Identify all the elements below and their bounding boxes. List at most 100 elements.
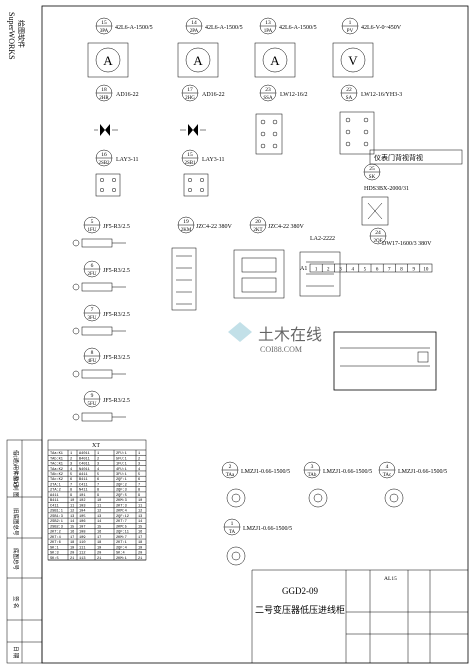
xt-cell: 10 <box>70 499 74 503</box>
svg-text:2SB2: 2SB2 <box>98 161 110 166</box>
xt-cell: SK:4 <box>116 552 125 556</box>
xt-cell: 2 <box>97 457 99 461</box>
xt-cell: 12 <box>138 510 142 514</box>
ct-taa: 2 TAa LMZJ1-0.66-1500/5 <box>221 461 290 508</box>
drawing-number: GGD2-09 <box>282 586 318 596</box>
xt-cell: 111 <box>79 546 85 550</box>
xt-cell: 17 <box>70 536 74 540</box>
xt-cell: 17 <box>138 536 142 540</box>
terminal-number: 10 <box>423 268 429 273</box>
brand-block: SuperWORKS 绘图软件 <box>7 12 26 60</box>
xt-cell: 10 <box>97 499 101 503</box>
xt-cell: 108 <box>79 531 85 535</box>
xt-cell: 2KM:1 <box>116 557 127 561</box>
xt-cell: TAc:K2 <box>50 478 63 482</box>
xt-cell: 6 <box>138 478 140 482</box>
xt-cell: 19 <box>97 546 101 550</box>
xt-cell: 2SB2:1 <box>50 520 63 524</box>
xt-cell: 2FU:1 <box>116 452 127 456</box>
indicator-2hg: 17 2HG AD16-22 <box>180 84 225 136</box>
part-model: DW17-1600/3 380V <box>382 241 432 247</box>
xt-cell: 7 <box>97 483 99 487</box>
xt-cell: 1 <box>138 452 140 456</box>
switch-sk: 25 SK HDS3BX-2000/31 <box>361 163 409 226</box>
svg-text:TAa: TAa <box>226 473 235 478</box>
breaker-body <box>333 331 437 391</box>
xt-cell: TAc:K1 <box>50 463 63 467</box>
part-model: AD16-22 <box>202 92 225 98</box>
svg-text:2QF: 2QF <box>374 239 383 244</box>
xt-cell: 102 <box>79 499 85 503</box>
brand-sub: 绘图软件 <box>17 20 26 48</box>
xt-cell: 2KT:7 <box>116 520 127 524</box>
xt-cell: SK:1 <box>50 546 59 550</box>
xt-cell: 2KT:4 <box>50 536 61 540</box>
xt-cell: 3FU:1 <box>116 473 127 477</box>
svg-text:PV: PV <box>347 29 354 34</box>
svg-text:14: 14 <box>191 20 197 26</box>
terminal-number: 1 <box>315 268 318 273</box>
svg-text:22: 22 <box>346 87 352 93</box>
xt-cell: 6 <box>97 478 99 482</box>
xt-cell: 12 <box>97 510 101 514</box>
svg-text:9: 9 <box>91 393 94 399</box>
ammeter-glyph: A <box>270 53 280 68</box>
xt-cell: 2KM:7 <box>116 536 127 540</box>
watermark-text: 土木在线 <box>258 326 322 344</box>
xt-cell: 106 <box>79 520 85 524</box>
xt-cell: 2SB1:3 <box>50 515 63 519</box>
svg-text:1FU: 1FU <box>88 228 97 233</box>
xt-cell: 104 <box>79 510 85 514</box>
xt-cell: 3 <box>97 463 99 467</box>
xt-cell: 2KM:3 <box>116 499 127 503</box>
xt-cell: 2KT:6 <box>50 541 61 545</box>
svg-text:5FU: 5FU <box>88 402 97 407</box>
xt-cell: 2TA:1 <box>50 483 61 487</box>
xt-cell: 9 <box>70 494 72 498</box>
xt-cell: B4011 <box>79 457 90 461</box>
xt-cell: 4FU:1 <box>116 468 127 472</box>
ct-tab: 3 TAb LMZJ1-0.66-1500/5 <box>303 461 372 508</box>
xt-cell: C4011 <box>79 463 90 467</box>
xt-cell: A4011 <box>79 452 90 456</box>
svg-text:4: 4 <box>386 464 389 470</box>
meter-model: 42L6-A-1500/5 <box>115 25 153 31</box>
xt-cell: TAa:K1 <box>50 452 63 456</box>
part-model: JZC4-22 380V <box>196 224 233 230</box>
meter-model: 42L6-V-0~450V <box>361 25 402 31</box>
svg-text:2HR: 2HR <box>99 96 109 101</box>
part-model: LAY3-11 <box>116 157 139 163</box>
xt-cell: 18 <box>138 541 142 545</box>
xt-cell: 3 <box>70 463 72 467</box>
xt-cell: SK:5 <box>50 557 59 561</box>
xt-cell: 1FU:1 <box>116 463 127 467</box>
part-model: JF5-R3/2.5 <box>103 312 130 318</box>
xt-cell: 2KT:1 <box>116 541 127 545</box>
xt-cell: 13 <box>70 515 74 519</box>
xt-cell: 18 <box>97 541 101 545</box>
xt-cell: 5FU:1 <box>116 457 127 461</box>
xt-cell: 11 <box>97 504 101 508</box>
xt-cell: 2QF:1 <box>116 478 127 482</box>
xt-cell: 18 <box>70 541 74 545</box>
lamp-switch-row: 18 2HR AD16-22 17 2HG AD16-22 23 SSA LW1… <box>94 84 402 155</box>
xt-cell: 21 <box>138 557 142 561</box>
terminal-number: 9 <box>412 268 415 273</box>
xt-cell: 1 <box>97 452 99 456</box>
terminal-number: 2 <box>327 268 330 273</box>
xt-cell: B411 <box>50 499 59 503</box>
pushbutton-2sb1: 15 2SB1 LAY3-11 <box>181 149 225 197</box>
xt-cell: 13 <box>97 515 101 519</box>
fuse-2fu: 6 2FU JF5-R3/2.5 <box>72 260 130 292</box>
part-model: LMZJ1-0.66-1500/5 <box>323 469 372 475</box>
panel-label: 仪表门背视背视 <box>374 153 423 162</box>
xt-cell: 2TA:2 <box>50 489 61 493</box>
xt-cell: 21 <box>97 557 101 561</box>
xt-cell: N4011 <box>79 468 90 472</box>
strip-cell-old-no: 旧底图总号 <box>12 508 20 536</box>
xt-cell: 20 <box>70 552 74 556</box>
timer-2kt: 20 2KT JZC4-22 380V <box>233 216 305 299</box>
xt-cell: 8 <box>97 489 99 493</box>
svg-text:8: 8 <box>91 350 94 356</box>
xt-cell: 2QF:2 <box>116 483 127 487</box>
